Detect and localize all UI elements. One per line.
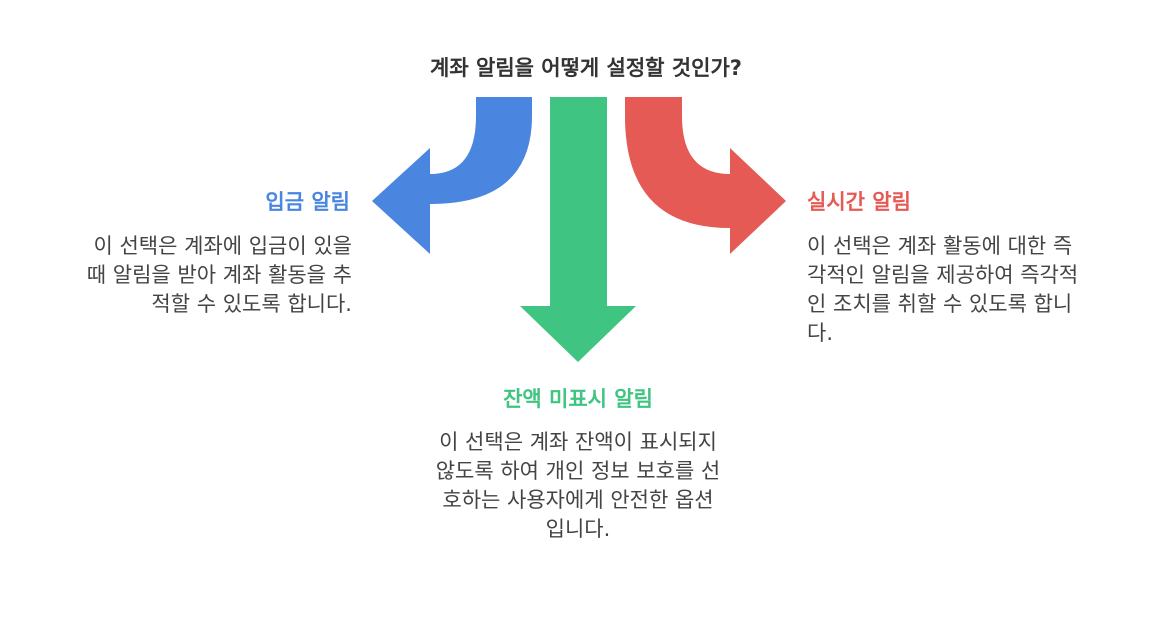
realtime-description: 이 선택은 계좌 활동에 대한 즉 각적인 알림을 제공하여 즉각적 인 조치를… (807, 234, 1079, 345)
deposit-description: 이 선택은 계좌에 입금이 있을 때 알림을 받아 계좌 활동을 추 적할 수 … (86, 234, 352, 316)
deposit-title: 입금 알림 (265, 190, 350, 214)
realtime-arrow (625, 97, 786, 254)
realtime-title: 실시간 알림 (807, 190, 911, 214)
balance-description: 이 선택은 계좌 잔액이 표시되지 않도록 하여 개인 정보 보호를 선 호하는… (435, 430, 721, 541)
balance-arrow (520, 97, 636, 362)
balance-title: 잔액 미표시 알림 (503, 387, 653, 411)
deposit-arrow (372, 97, 532, 254)
diagram-title: 계좌 알림을 어떻게 설정할 것인가? (430, 56, 742, 80)
